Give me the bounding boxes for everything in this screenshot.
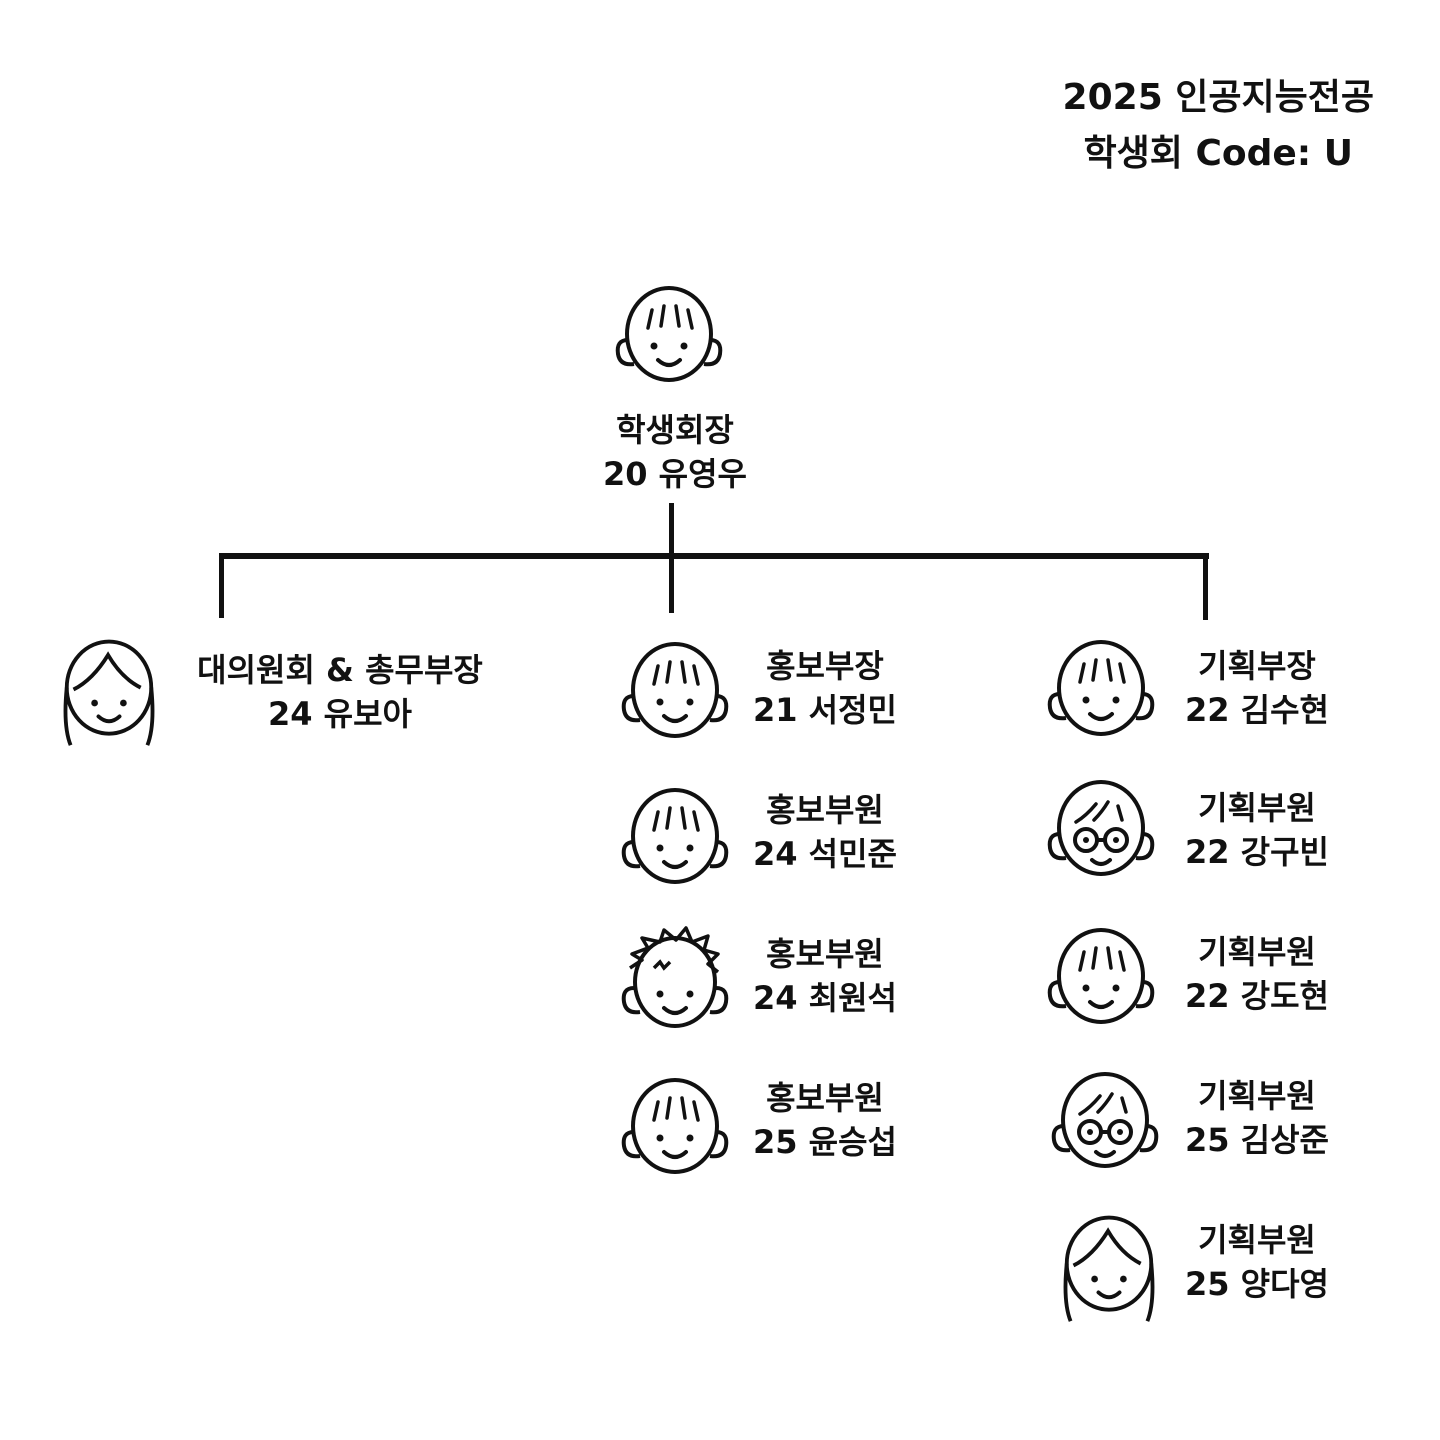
name-label: 22 강도현: [1185, 977, 1329, 1015]
title-line-1: 2025 인공지능전공: [1062, 77, 1374, 118]
glasses-face-icon: [1046, 766, 1156, 886]
name-label: 25 김상준: [1185, 1121, 1329, 1159]
boy-face-icon: [620, 774, 730, 894]
spiky-hair-face-icon: [620, 918, 730, 1038]
name-label: 21 서정민: [753, 691, 897, 729]
connector-horizontal: [219, 553, 1209, 559]
glasses-face-icon: [1050, 1058, 1160, 1178]
name-label: 20 유영우: [603, 455, 747, 493]
role-label: 대의원회 & 총무부장: [197, 651, 483, 689]
role-label: 홍보부장: [766, 647, 884, 685]
boy-face-icon: [614, 272, 724, 392]
role-label: 기획부원: [1198, 1077, 1316, 1115]
name-label: 25 윤승섭: [753, 1123, 897, 1161]
name-label: 22 김수현: [1185, 691, 1329, 729]
role-label: 홍보부원: [766, 1079, 884, 1117]
title-line-2: 학생회 Code: U: [1083, 133, 1353, 174]
role-label: 기획부장: [1198, 647, 1316, 685]
chart-title: 2025 인공지능전공 학생회 Code: U: [1063, 70, 1374, 182]
name-label: 24 석민준: [753, 835, 897, 873]
name-label: 24 최원석: [753, 979, 897, 1017]
role-label: 홍보부원: [766, 791, 884, 829]
name-label: 25 양다영: [1185, 1265, 1329, 1303]
girl-face-icon: [1054, 1206, 1164, 1326]
connector-left-drop: [219, 555, 224, 618]
role-label: 홍보부원: [766, 935, 884, 973]
boy-face-icon: [620, 1064, 730, 1184]
name-label: 24 유보아: [268, 695, 412, 733]
boy-face-icon: [620, 628, 730, 748]
girl-face-icon: [54, 630, 164, 750]
connector-right-drop: [1203, 555, 1208, 620]
name-label: 22 강구빈: [1185, 833, 1329, 871]
role-label: 기획부원: [1198, 789, 1316, 827]
boy-face-icon: [1046, 914, 1156, 1034]
role-label: 기획부원: [1198, 933, 1316, 971]
role-label: 학생회장: [616, 411, 734, 449]
boy-face-icon: [1046, 626, 1156, 746]
role-label: 기획부원: [1198, 1221, 1316, 1259]
